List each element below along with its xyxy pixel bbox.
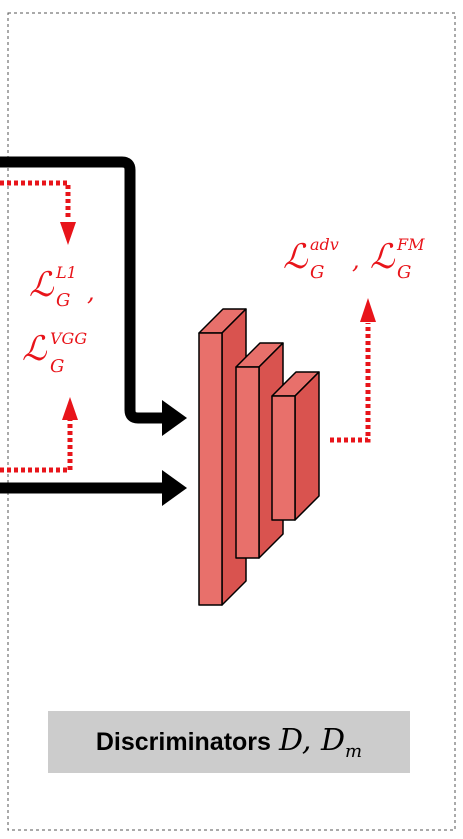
discriminator-block-small [271,371,320,521]
caption-math: D, Dm [279,723,362,762]
caption-math-sub: m [345,740,363,762]
loss-adv-sep: , [352,246,360,274]
solid-arrowhead-bottom [162,470,187,506]
loss-adv-sup: adv [310,235,339,254]
block-medium-front [235,366,260,559]
dotted-connector-right [330,323,371,443]
dashed-frame [7,12,456,831]
dotted-connector-bottom [0,420,73,473]
loss-adv-main: ℒ [283,237,309,277]
loss-vgg-label: ℒ VGG G [22,329,87,377]
block-small-side [294,371,320,521]
loss-l1-sub: G [56,290,70,311]
loss-l1-sep: , [87,278,95,306]
discriminators-caption: Discriminators D, Dm [48,711,410,773]
block-large-front [198,332,223,606]
loss-vgg-main: ℒ [22,329,48,369]
loss-adv-sub: G [310,262,324,283]
caption-label: Discriminators [95,727,271,756]
loss-vgg-sup: VGG [50,329,87,348]
dotted-connector-top [0,180,71,220]
dotted-arrowhead-up [62,397,78,420]
dotted-arrowhead-down [60,222,76,245]
loss-fm-main: ℒ [370,237,396,277]
loss-l1-label: ℒ L1 G , [29,263,95,311]
dotted-arrowhead-right-up [360,298,376,322]
solid-arrowhead-top [162,400,187,436]
loss-fm-sub: G [397,262,411,283]
solid-connector-top [0,156,168,424]
loss-l1-main: ℒ [29,265,55,305]
loss-l1-sup: L1 [55,263,77,282]
caption-math-main: D, D [278,722,346,758]
loss-vgg-sub: G [50,356,64,377]
loss-adv-fm-label: ℒ adv G , ℒ FM G [283,235,425,283]
loss-fm-sup: FM [396,235,425,254]
block-small-front [271,395,296,521]
